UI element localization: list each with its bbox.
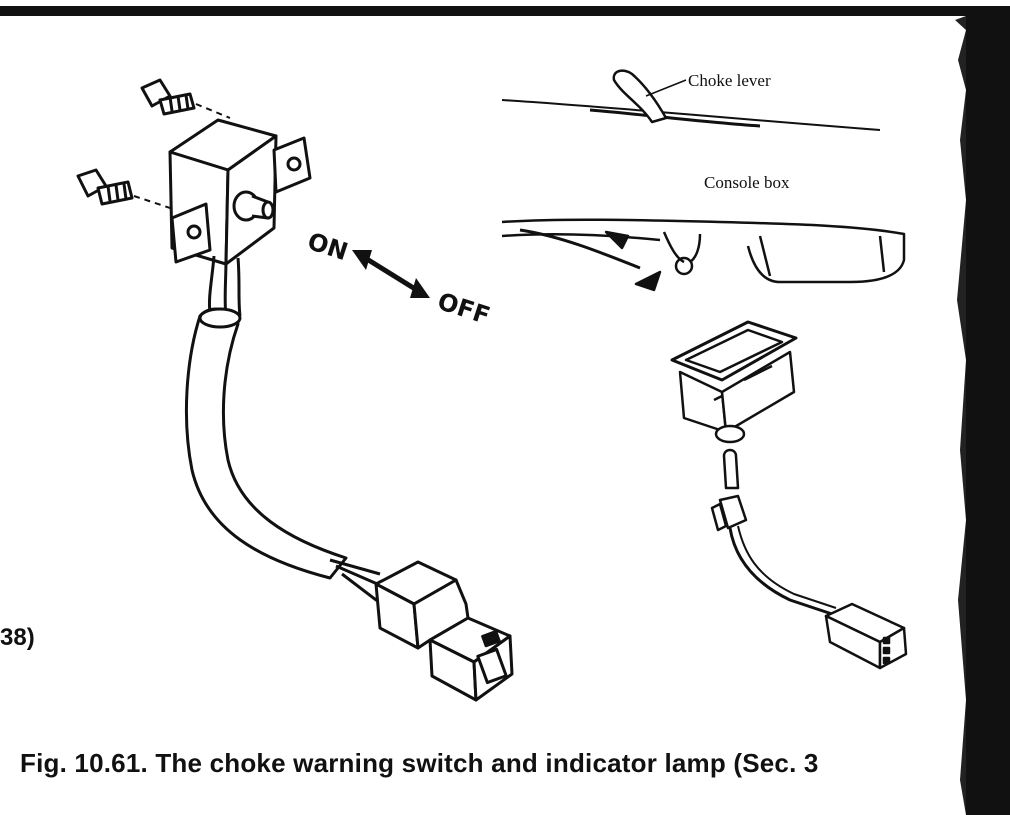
lamp-socket (718, 494, 748, 530)
label-console-box: Console box (704, 173, 790, 192)
connector-left (374, 560, 514, 702)
switch-wires (208, 255, 242, 317)
lamp-bulb (722, 448, 740, 490)
warning-switch (76, 78, 514, 702)
right-edge-noise (955, 16, 966, 815)
screw-upper (140, 78, 231, 119)
cut-off-text: 38) (0, 624, 35, 651)
console-arrow-upper (604, 230, 630, 250)
screw-lower (76, 168, 177, 211)
label-off: OFF (434, 287, 493, 330)
indicator-lamp-assembly (670, 320, 908, 670)
label-choke-lever: Choke lever (688, 71, 771, 90)
switch-body (168, 118, 312, 266)
wire-sheath (184, 307, 348, 580)
label-on: ON (304, 227, 351, 266)
console-assembly (501, 69, 906, 292)
double-arrow (360, 253, 422, 295)
top-border (0, 6, 1010, 16)
right-page-edge (966, 16, 1010, 815)
on-off-indicator: ON OFF (304, 227, 493, 330)
choke-lever (612, 69, 668, 124)
console-arrow-lower (634, 270, 662, 292)
figure-caption: Fig. 10.61. The choke warning switch and… (20, 748, 819, 778)
